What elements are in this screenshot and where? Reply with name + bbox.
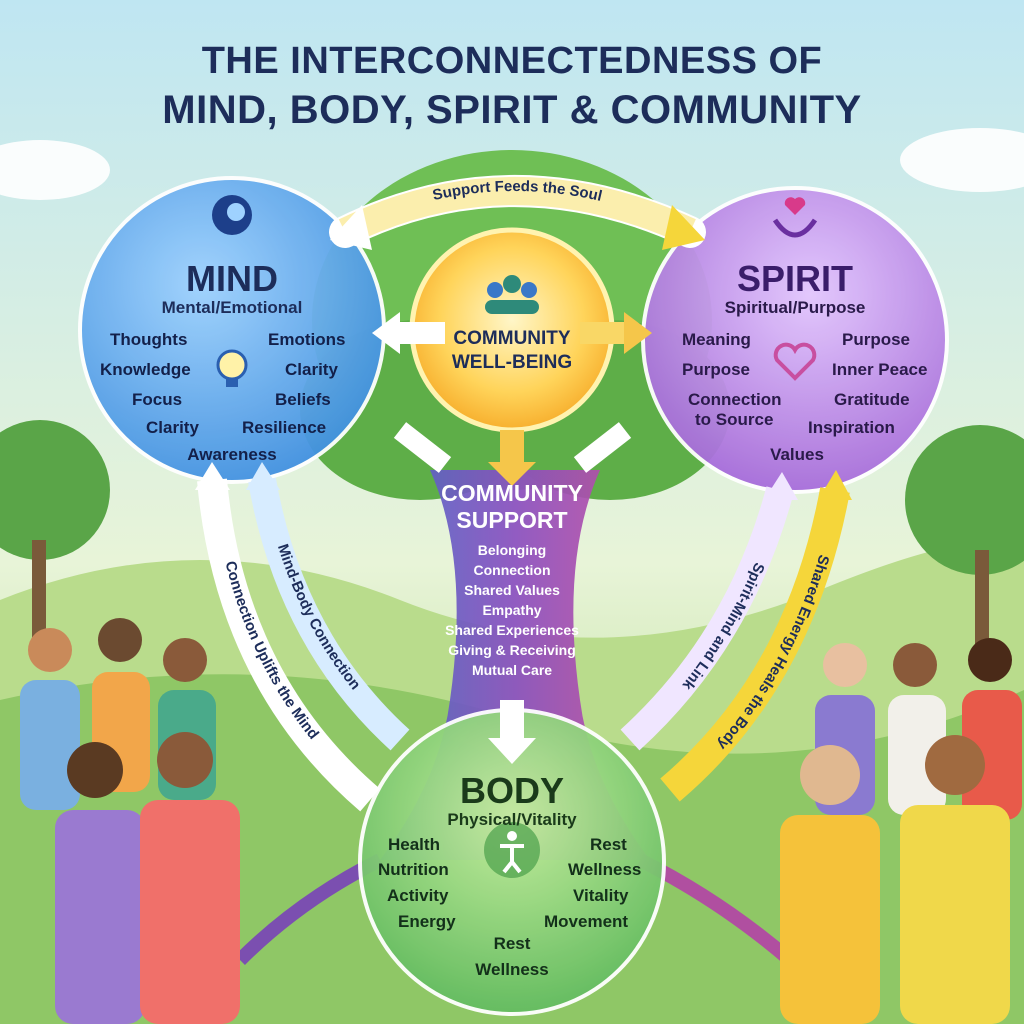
support-item: Connection [473,562,551,578]
support-item: Giving & Receiving [448,642,576,658]
people-left-illustration [20,618,240,1024]
body-item: Activity [387,886,449,905]
mind-item: Clarity [285,360,338,379]
spirit-item: Gratitude [834,390,910,409]
spirit-item: Connection [688,390,782,409]
support-item: Shared Experiences [445,622,579,638]
mind-item: Knowledge [100,360,191,379]
body-item: Health [388,835,440,854]
body-heading: BODY [459,770,565,811]
body-item: Wellness [475,960,549,979]
people-group-icon [485,275,539,314]
mind-item: Awareness [187,445,277,464]
title-line-1: THE INTERCONNECTEDNESS OF [201,40,823,82]
person-figure-icon [484,822,540,878]
body-item: Wellness [568,860,642,879]
mind-item: Beliefs [275,390,331,409]
spirit-subtitle: Spiritual/Purpose [724,298,866,317]
body-item: Rest [493,934,531,953]
body-item: Rest [590,835,627,854]
spirit-item: Inspiration [808,418,895,437]
spirit-item: Meaning [682,330,751,349]
support-item: Belonging [477,542,547,558]
people-right-illustration [780,638,1022,1024]
mind-subtitle: Mental/Emotional [161,298,303,317]
community-center-label-1: COMMUNITY [453,328,571,349]
body-item: Vitality [573,886,629,905]
community-center-label-2: WELL-BEING [451,352,573,373]
mind-heading: MIND [186,258,278,299]
spirit-heading: SPIRIT [736,258,854,299]
mind-item: Emotions [268,330,346,349]
mind-item: Resilience [242,418,327,437]
lightbulb-gear-icon [216,349,248,387]
body-item: Nutrition [378,860,449,879]
body-subtitle: Physical/Vitality [447,810,577,829]
spirit-item: Inner Peace [832,360,928,379]
spirit-circle [641,186,949,494]
support-item: Mutual Care [471,662,553,678]
spirit-item: Purpose [682,360,751,379]
spirit-item: to Source [695,410,774,429]
title-line-2: MIND, BODY, SPIRIT & COMMUNITY [162,88,862,132]
heart-icon [773,342,817,381]
mind-item: Thoughts [110,330,188,349]
support-item: Shared Values [464,582,560,598]
hands-heart-icon [772,197,818,238]
body-item: Energy [398,912,456,931]
mind-item: Focus [132,390,183,409]
community-support-heading-1: COMMUNITY [441,480,583,506]
community-support-heading-2: SUPPORT [456,507,568,533]
support-item: Empathy [482,602,542,618]
spirit-item: Purpose [842,330,911,349]
spirit-item: Values [770,445,824,464]
mind-item: Clarity [146,418,199,437]
body-item: Movement [544,912,629,931]
head-brain-icon [212,195,252,235]
